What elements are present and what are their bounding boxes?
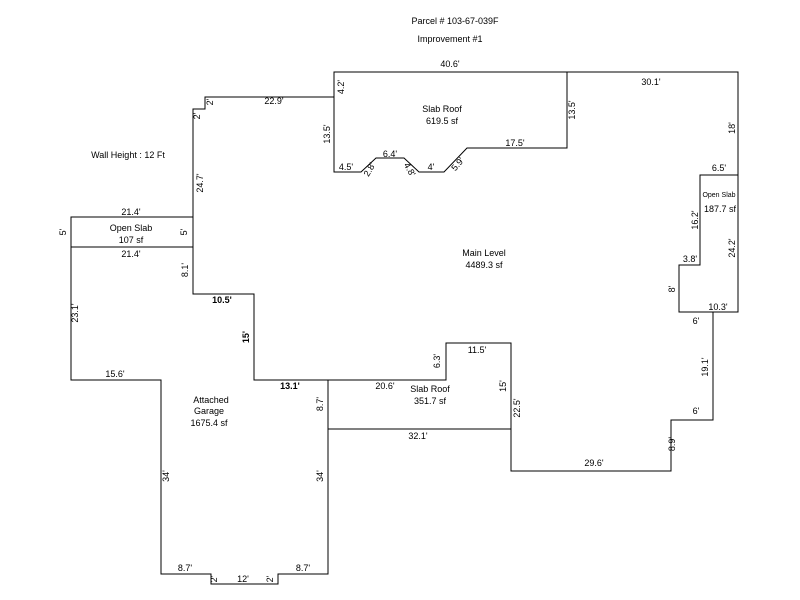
dim-label: 10.5' <box>212 295 232 305</box>
dim-label: 13.5' <box>567 100 577 120</box>
improvement-label: Improvement #1 <box>417 34 482 44</box>
dim-label: 19.1' <box>700 357 710 377</box>
dim-label: 29.6' <box>584 458 604 468</box>
garage-name-line1: Attached <box>193 395 229 405</box>
dim-label: 8.1' <box>180 263 190 278</box>
dim-label: 2.8' <box>362 161 378 179</box>
dim-label: 16.2' <box>690 210 700 230</box>
open-slab-left-outline <box>70 216 194 248</box>
open-slab-left-area: 107 sf <box>119 235 144 245</box>
dim-label: 15' <box>241 331 251 343</box>
dim-label: 24.7' <box>195 173 205 193</box>
dim-label: 2' <box>205 98 215 105</box>
dim-label: 6.3' <box>432 354 442 369</box>
dim-label: 2' <box>209 575 219 582</box>
dim-label: 8' <box>667 285 677 292</box>
dim-label: 21.4' <box>121 249 141 259</box>
dim-label: 12' <box>237 574 249 584</box>
dim-label: 34' <box>315 470 325 482</box>
dim-label: 20.6' <box>375 381 395 391</box>
slab-roof-top-area: 619.5 sf <box>426 116 459 126</box>
slab-roof-top-name: Slab Roof <box>422 104 462 114</box>
dim-label: 4.2' <box>336 80 346 95</box>
dim-label: 21.4' <box>121 207 141 217</box>
dim-label: 24.2' <box>727 238 737 258</box>
dim-label: 6.4' <box>383 149 398 159</box>
dim-label: 18' <box>727 122 737 134</box>
main-level-name: Main Level <box>462 248 506 258</box>
dim-label: 2' <box>265 575 275 582</box>
dim-label: 15' <box>498 380 508 392</box>
main-level-area: 4489.3 sf <box>465 260 503 270</box>
open-slab-left-name: Open Slab <box>110 223 153 233</box>
dim-label: 10.3' <box>708 302 728 312</box>
garage-name-line2: Garage <box>194 406 224 416</box>
dim-label: 40.6' <box>440 59 460 69</box>
wall-height-label: Wall Height : 12 Ft <box>91 150 165 160</box>
slab-roof-bottom-area: 351.7 sf <box>414 396 447 406</box>
dim-label: 5.9' <box>449 155 466 173</box>
open-slab-right-name: Open Slab <box>702 192 735 199</box>
dim-label: 4' <box>428 162 435 172</box>
dim-label: 8.7' <box>315 397 325 412</box>
garage-area: 1675.4 sf <box>190 418 228 428</box>
dim-label: 22.5' <box>512 398 522 418</box>
main-outline <box>192 71 739 472</box>
dim-label: 3.8' <box>683 254 698 264</box>
dim-label: 6' <box>693 316 700 326</box>
dim-label: 13.1' <box>280 381 300 391</box>
dim-label: 4.5' <box>339 162 354 172</box>
dim-label: 6.5' <box>712 163 727 173</box>
dim-label: 23.1' <box>70 303 80 323</box>
dim-label: 30.1' <box>641 77 661 87</box>
dim-label: 8.7' <box>178 563 193 573</box>
dim-label: 5' <box>58 228 68 235</box>
open-slab-right-outline <box>678 174 738 313</box>
slab-roof-top-boundary <box>333 72 568 173</box>
dim-label: 13.5' <box>322 124 332 144</box>
slab-roof-bottom-name: Slab Roof <box>410 384 450 394</box>
dim-label: 15.6' <box>105 369 125 379</box>
parcel-number: Parcel # 103-67-039F <box>411 16 499 26</box>
dim-label: 8.9' <box>667 437 677 452</box>
dim-label: 8.7' <box>296 563 311 573</box>
garage-outline <box>70 247 329 585</box>
dim-label: 5' <box>179 228 189 235</box>
dim-label: 34' <box>161 470 171 482</box>
dim-label: 32.1' <box>408 431 428 441</box>
dim-label: 2' <box>192 112 202 119</box>
dim-label: 11.5' <box>468 345 487 355</box>
dim-label: 17.5' <box>505 138 525 148</box>
dim-label: 6' <box>693 406 700 416</box>
dim-label: 22.9' <box>264 96 284 106</box>
open-slab-right-area: 187.7 sf <box>704 204 737 214</box>
dim-label: 4.8' <box>402 161 418 179</box>
